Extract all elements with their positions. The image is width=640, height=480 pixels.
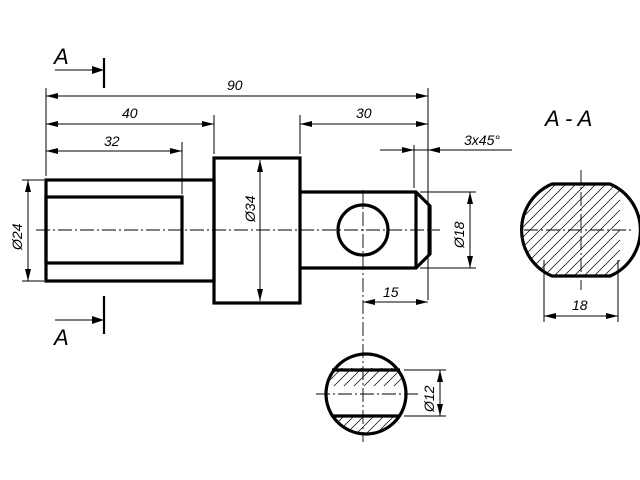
dim-hole-position: 15 — [363, 284, 428, 305]
section-title: A - A — [543, 106, 592, 131]
dim-hole-diameter: Ø12 — [404, 369, 446, 417]
dim-overall-length: 90 — [46, 77, 428, 99]
svg-text:15: 15 — [383, 284, 399, 300]
hole-detail-view — [316, 352, 420, 436]
section-marker-top: A — [52, 44, 106, 88]
svg-text:Ø12: Ø12 — [421, 385, 437, 413]
dim-collar-diameter: Ø34 — [242, 160, 263, 301]
svg-text:Ø34: Ø34 — [242, 195, 258, 223]
svg-text:Ø18: Ø18 — [451, 221, 467, 249]
svg-text:90: 90 — [227, 77, 243, 93]
dim-pin-length: 30 — [300, 105, 428, 127]
svg-text:30: 30 — [356, 105, 372, 121]
dim-flat-width: 18 — [543, 260, 619, 322]
dim-flange-to-left: 40 — [46, 105, 214, 127]
svg-text:40: 40 — [122, 105, 138, 121]
svg-text:18: 18 — [572, 297, 588, 313]
dim-bore-depth: 32 — [46, 133, 182, 154]
dim-bore-diameter: Ø24 — [9, 179, 44, 282]
section-letter-bottom: A — [52, 325, 69, 350]
svg-text:Ø24: Ø24 — [9, 223, 25, 251]
dim-chamfer: 3x45° — [380, 132, 512, 153]
svg-text:32: 32 — [104, 133, 120, 149]
svg-text:3x45°: 3x45° — [464, 132, 500, 148]
section-letter-top: A — [52, 44, 69, 69]
section-marker-bottom: A — [52, 296, 106, 350]
section-a-a — [519, 170, 640, 290]
main-part — [44, 156, 432, 305]
dim-pin-diameter: Ø18 — [420, 191, 476, 269]
